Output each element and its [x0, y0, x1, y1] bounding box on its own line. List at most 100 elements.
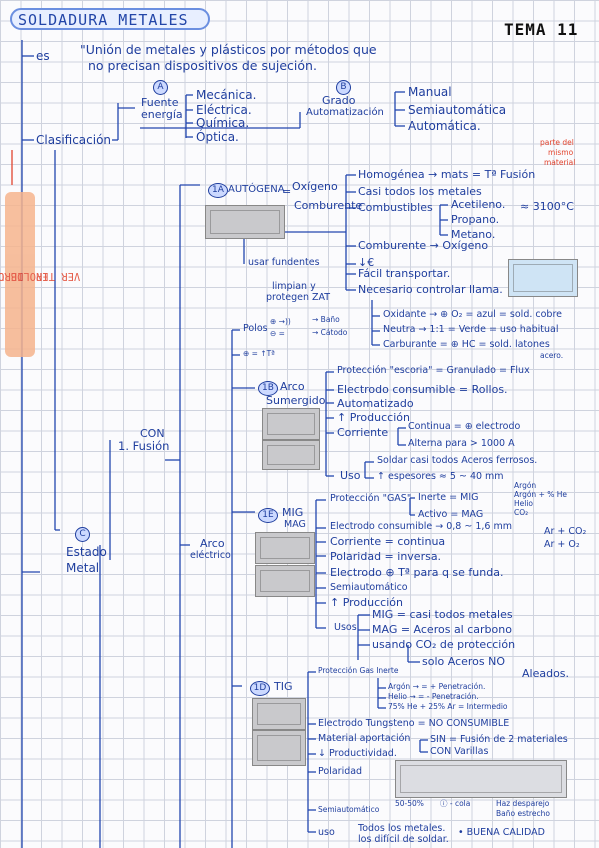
tig-photo-2: [252, 730, 306, 766]
casi-todos-text: Casi todos los metales: [358, 185, 482, 198]
fuente-item-2: Química.: [196, 116, 250, 130]
con-fusion-line1: CON: [140, 427, 165, 440]
con-fusion-line2: 1. Fusión: [118, 439, 170, 453]
mig-usos-2: usando CO₂ de protección: [372, 638, 516, 651]
mig-item-5: ↑ Producción: [330, 596, 403, 609]
tig-polaridad: Polaridad: [318, 766, 363, 777]
mig-line2: MAG: [284, 519, 306, 530]
mig-activo: Activo = MAG: [418, 509, 484, 520]
tig-proteccion: Protección Gas Inerte: [318, 666, 399, 675]
grado-item-1: Semiautomática: [408, 103, 507, 117]
sumergido-corriente-0: Continua = ⊕ electrodo: [408, 421, 521, 432]
oxigeno-label: Oxígeno: [292, 180, 338, 193]
tig-item-0: Electrodo Tungsteno = NO CONSUMIBLE: [318, 718, 510, 729]
inerte-gas-0: Argón: [514, 481, 537, 490]
side-note-line2: EN LIBRO.: [0, 269, 49, 282]
tig-photo-1: [252, 698, 306, 730]
tig-mark: 1D: [250, 681, 270, 696]
mig-usos-1: MAG = Aceros al carbono: [372, 623, 512, 636]
sumergido-uso-0: Soldar casi todos Aceros ferrosos.: [377, 455, 538, 466]
sumergido-corriente: Corriente: [337, 426, 389, 439]
tema-label: TEMA 11: [504, 20, 579, 39]
tig-gas-2: 75% He + 25% Ar = Intermedio: [388, 702, 508, 711]
sumergido-line2: Sumergido: [266, 394, 326, 407]
acetileno-temp: ≈ 3100°C: [520, 200, 574, 213]
homogenea-note1: parte del: [540, 138, 574, 147]
comb-propano: Propano.: [451, 213, 500, 226]
fuente-line1: Fuente: [141, 96, 179, 109]
tig-gas-0: Argón → = + Penetración.: [388, 682, 486, 691]
sumergido-item-1: Electrodo consumible = Rollos.: [337, 383, 508, 396]
tig-polaridad-image: [395, 760, 567, 798]
mig-usos: Usos: [334, 622, 357, 633]
sumergido-photo-1: [262, 408, 320, 440]
fundentes-line1: usar fundentes: [248, 257, 320, 268]
mig-item-0: Electrodo consumible → 0,8 ~ 1,6 mm: [330, 521, 512, 532]
fuente-item-0: Mecánica.: [196, 88, 257, 102]
definition-line2: no precisan dispositivos de sujeción.: [88, 58, 317, 73]
mig-item-2: Polaridad = inversa.: [330, 550, 442, 563]
grado-line1: Grado: [322, 94, 356, 107]
autogena-eq: =: [282, 185, 292, 198]
mig-usos-3: solo Aceros NO: [422, 655, 506, 668]
tig-uso: uso: [318, 827, 335, 838]
combustibles-text: Combustibles: [358, 201, 433, 214]
grado-item-0: Manual: [408, 85, 452, 99]
tig-semi: Semiautomático: [318, 805, 380, 814]
mig-photo-2: [255, 565, 315, 597]
sumergido-photo-2: [262, 440, 320, 470]
tig-uso-1: los difícil de soldar.: [358, 834, 449, 845]
polaridad-note-1: ⓘ - cola: [440, 799, 471, 808]
comburente-label: Comburente: [294, 199, 363, 212]
mig-proteccion: Protección "GAS": [330, 493, 412, 504]
comb-metano: Metano.: [451, 228, 496, 241]
activo-gas-1: Ar + O₂: [544, 539, 580, 550]
sumergido-uso: Uso: [340, 469, 361, 482]
estado-line1: Estado: [66, 545, 107, 559]
page-title: SOLDADURA METALES: [10, 8, 210, 30]
polaridad-note-2: Haz desparejo: [496, 799, 550, 808]
polaridad-note-0: 50-50%: [395, 799, 424, 808]
facil-text: Fácil transportar.: [358, 267, 451, 280]
llama-neutra: Neutra → 1:1 = Verde = uso habitual: [383, 324, 559, 335]
homogenea-note3: material: [544, 158, 576, 167]
tig-label: TIG: [274, 680, 293, 693]
polo-mark-0: ⊕ →)): [270, 317, 291, 326]
grado-mark: B: [336, 80, 351, 95]
grado-line2: Automatización: [306, 107, 384, 118]
arco-line2: eléctrico: [190, 550, 231, 561]
estado-mark: C: [75, 527, 90, 542]
llama-photo: [508, 259, 578, 297]
mig-item-3: Electrodo ⊕ Tª para q se funda.: [330, 566, 504, 579]
tig-aport-0: SIN = Fusión de 2 materiales: [430, 734, 568, 745]
inerte-gas-3: CO₂: [514, 508, 529, 517]
side-note: VER TIPO DE UNIONESEN LIBRO.: [0, 192, 80, 357]
sumergido-item-3: ↑ Producción: [337, 411, 410, 424]
homogenea-text: Homogénea → mats = Tª Fusión: [358, 168, 536, 181]
fundentes-line2: limpian y: [272, 281, 316, 292]
sumergido-item-2: Automatizado: [337, 397, 414, 410]
polaridad-note-3: Baño estrecho: [496, 809, 550, 818]
tig-aport-1: CON Varillas: [430, 746, 489, 757]
llama-carburante: Carburante = ⊕ HC = sold. latones: [383, 339, 550, 350]
polos-item-0: → Baño: [312, 315, 340, 324]
llama-oxidante: Oxidante → ⊕ O₂ = azul = sold. cobre: [383, 309, 562, 320]
comb-acetileno: Acetileno.: [451, 198, 506, 211]
estado-line2: Metal: [66, 561, 100, 575]
grado-item-2: Automática.: [408, 119, 481, 133]
sumergido-uso-1: ↑ espesores ≈ 5 ~ 40 mm: [377, 471, 504, 482]
tig-uso-0: Todos los metales.: [358, 823, 446, 834]
definition-label: es: [36, 49, 50, 63]
tig-item-1: Material aportación: [318, 733, 411, 744]
fuente-mark: A: [153, 80, 168, 95]
polo-tt: ⊕ = ↑Tª: [243, 349, 275, 358]
inerte-gas-1: Argón + % He: [514, 490, 568, 499]
mig-inerte: Inerte = MIG: [418, 492, 479, 503]
autogena-photo: [205, 205, 285, 239]
polos-label: Polos: [243, 323, 268, 334]
control-text: Necesario controlar llama.: [358, 283, 503, 296]
sumergido-item-0: Protección "escoria" = Granulado = Flux: [337, 365, 530, 376]
definition-line1: "Unión de metales y plásticos por método…: [80, 42, 377, 57]
autogena-label: AUTÓGENA: [228, 184, 285, 195]
